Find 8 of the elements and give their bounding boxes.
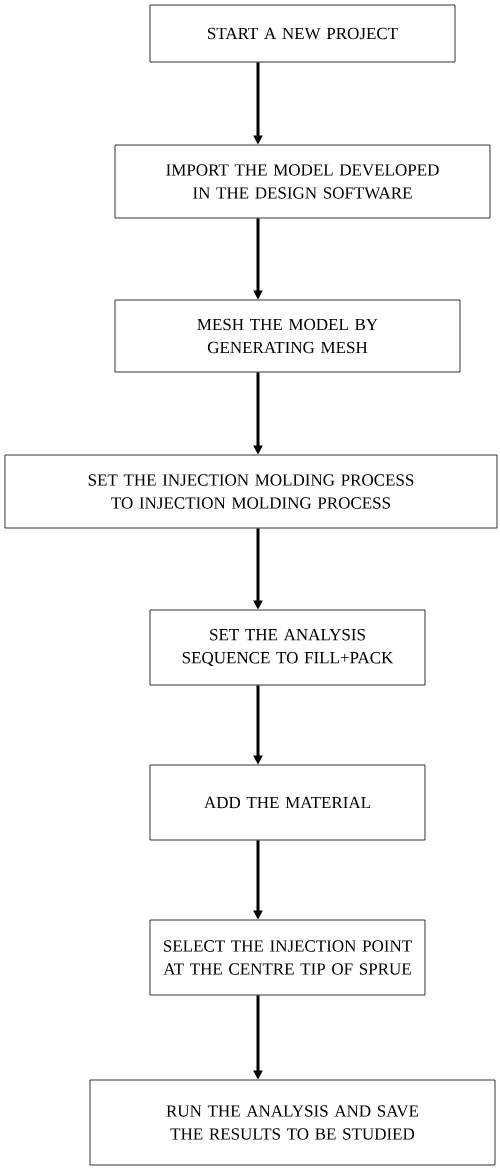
process-box: SET THE ANALYSIS SEQUENCE TO FILL+PACK (149, 609, 426, 686)
process-box: RUN THE ANALYSIS AND SAVE THE RESULTS TO BE STUDIED (89, 1079, 496, 1166)
process-box: IMPORT THE MODEL DEVELOPED IN THE DESIGN SOFTWARE (114, 144, 491, 219)
process-box: SELECT THE INJECTION POINT AT THE CENTRE TIP OF SPRUE (149, 919, 426, 996)
process-box: SET THE INJECTION MOLDING PROCESS TO INJECTION MOLDING PROCESS (4, 454, 498, 529)
process-box: MESH THE MODEL BY GENERATING MESH (114, 299, 461, 373)
process-box: ADD THE MATERIAL (149, 764, 426, 841)
process-box: START A NEW PROJECT (149, 4, 456, 63)
